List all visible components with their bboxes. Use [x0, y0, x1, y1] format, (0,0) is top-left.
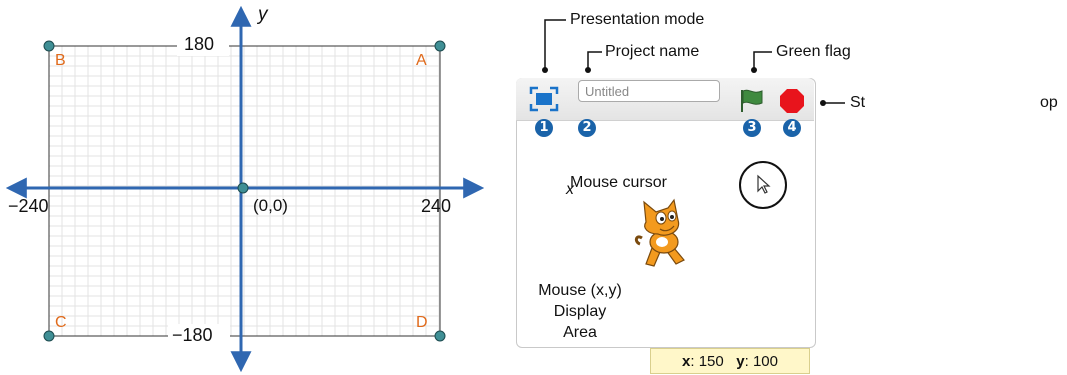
project-name-callout: Project name [605, 43, 700, 60]
corner-label-b: B [55, 52, 66, 69]
display-area-line1: Mouse (x,y) [538, 282, 622, 299]
cursor-highlight-circle [739, 161, 787, 209]
readout-y-value: 100 [752, 353, 778, 370]
callout-dot [820, 100, 826, 106]
corner-dot-c [43, 330, 55, 342]
stray-x-glyph: x [566, 181, 574, 198]
corner-label-a: A [416, 52, 427, 69]
y-min-label: −180 [172, 325, 213, 345]
presentation-callout-line [544, 19, 566, 70]
callout-dot [751, 67, 757, 73]
presentation-mode-callout: Presentation mode [570, 11, 705, 28]
x-min-label: −240 [8, 196, 49, 216]
display-area-line3: Area [563, 324, 597, 341]
badge-3: 3 [743, 119, 761, 137]
stop-sign-icon[interactable] [779, 88, 805, 114]
project-callout-line [587, 51, 602, 70]
fullscreen-icon[interactable] [529, 86, 559, 112]
mouse-xy-readout: x: 150 y: 100 [650, 348, 810, 374]
y-axis-label: y [258, 4, 268, 25]
stop-callout-part2: op [1040, 94, 1058, 111]
corner-dot-a [434, 40, 446, 52]
y-max-label: 180 [184, 34, 215, 54]
green-flag-callout: Green flag [776, 43, 851, 60]
top-label-bg [177, 34, 229, 56]
mouse-cursor-callout: Mouse cursor [570, 174, 667, 191]
display-area-line2: Display [553, 303, 607, 320]
origin-dot [237, 182, 249, 194]
badge-1: 1 [535, 119, 553, 137]
corner-dot-b [43, 40, 55, 52]
corner-label-c: C [55, 314, 67, 331]
badge-2: 2 [578, 119, 596, 137]
stop-callout-part1: St [850, 94, 866, 111]
bottom-label-bg [168, 324, 230, 346]
corner-label-d: D [416, 314, 428, 331]
callout-dot [585, 67, 591, 73]
green-flag-icon[interactable] [738, 86, 766, 114]
readout-x-value: 150 [698, 353, 724, 370]
badge-4: 4 [783, 119, 801, 137]
scratch-cat-sprite[interactable] [632, 198, 698, 270]
x-max-label: 240 [421, 196, 452, 216]
mouse-pointer-icon [757, 174, 771, 194]
callout-dot [542, 67, 548, 73]
flag-callout-line [753, 51, 772, 70]
readout-y-label: y [736, 353, 745, 370]
project-name-input[interactable] [578, 80, 720, 102]
origin-label: (0,0) [253, 196, 288, 215]
corner-dot-d [434, 330, 446, 342]
readout-x-label: x [682, 353, 691, 370]
